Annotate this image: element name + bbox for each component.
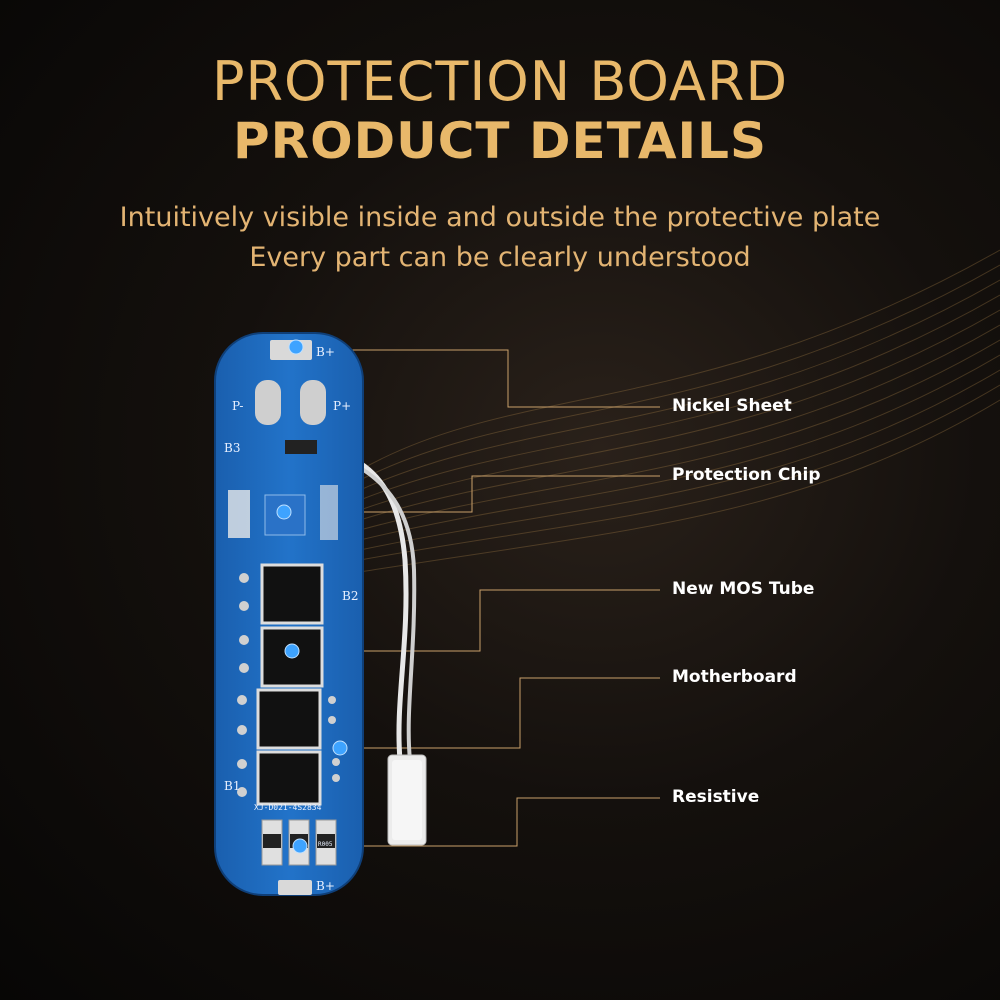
silk-b-plus-bottom: B+ <box>316 879 335 893</box>
subtitle-line2: Every part can be clearly understood <box>249 242 751 273</box>
silk-b3: B3 <box>224 441 240 455</box>
callout-resistive: Resistive <box>672 787 760 807</box>
silk-resistor: R005 <box>318 841 333 848</box>
page-title-line1: PROTECTION BOARD <box>211 50 789 113</box>
marker-nickel <box>288 339 304 355</box>
silk-model: XJ-D021-4S2834 <box>254 803 322 812</box>
marker-resistive <box>292 838 308 854</box>
protection-chip-line <box>323 475 660 513</box>
nickel-pad-bottom <box>278 880 312 895</box>
callout-protection-chip: Protection Chip <box>672 465 821 485</box>
marker-mos <box>284 643 300 659</box>
mos-tube-1 <box>260 563 324 625</box>
mos-tube-3 <box>256 688 322 750</box>
nickel-sheet-line <box>323 349 660 408</box>
callout-motherboard: Motherboard <box>672 667 797 687</box>
callout-mos-tube: New MOS Tube <box>672 579 815 599</box>
silk-b-plus: B+ <box>316 345 335 359</box>
motherboard-line <box>340 677 660 749</box>
nickel-pad-p-plus <box>300 380 326 425</box>
marker-chip <box>276 504 292 520</box>
wave-lines <box>359 249 1000 573</box>
mos-tube-4 <box>256 750 322 806</box>
callout-nickel-sheet: Nickel Sheet <box>672 396 792 416</box>
resistive-line <box>325 797 660 847</box>
marker-motherboard <box>332 740 348 756</box>
callout-lines <box>295 349 660 847</box>
page-title-line2: PRODUCT DETAILS <box>232 112 768 170</box>
thermistor-wire <box>344 452 427 846</box>
silk-p-minus: P- <box>232 399 243 413</box>
nickel-pad-p-minus <box>255 380 281 425</box>
silk-b2: B2 <box>342 589 358 603</box>
silk-b1: B1 <box>224 779 240 793</box>
silk-p-plus: P+ <box>333 399 351 413</box>
protection-board: B+ P- P+ B3 B2 B1 B+ XJ-D021-4S2834 R005 <box>214 332 364 896</box>
mos-tube-line <box>295 589 660 652</box>
subtitle-line1: Intuitively visible inside and outside t… <box>119 202 881 233</box>
